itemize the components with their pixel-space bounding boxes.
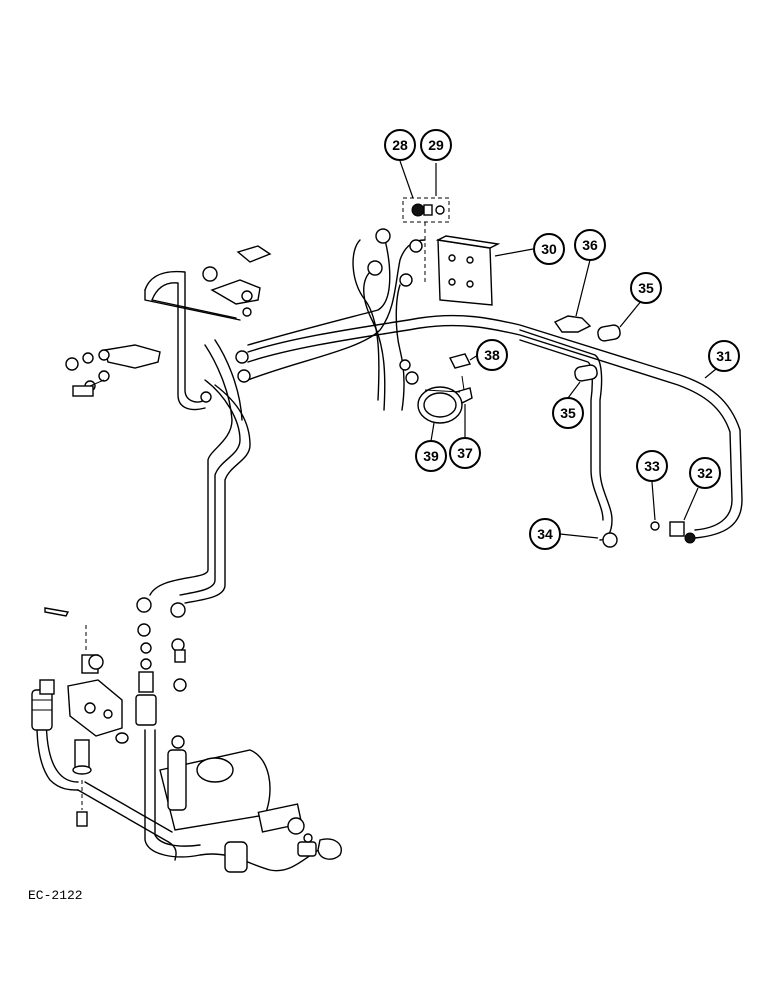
callout-35-lower-label: 35 (560, 405, 576, 421)
hydraulic-cylinder (159, 735, 305, 835)
hose-couplings-lower (224, 833, 342, 873)
drawing-code: EC-2122 (28, 888, 83, 903)
leader-lines (399, 160, 717, 539)
washer-33 (650, 521, 660, 531)
callout-38: 38 (476, 339, 508, 371)
callout-28: 28 (384, 129, 416, 161)
hose-clamp-39 (417, 386, 463, 424)
sleeve-35-upper (597, 324, 621, 342)
callout-35-upper: 35 (630, 272, 662, 304)
left-hose-coupling (31, 679, 55, 731)
clip-38 (448, 353, 472, 369)
callout-37-label: 37 (457, 445, 473, 461)
callout-35-upper-label: 35 (638, 280, 654, 296)
callout-31: 31 (708, 340, 740, 372)
callout-32-label: 32 (697, 465, 713, 481)
callout-33-label: 33 (644, 458, 660, 474)
elbow-fitting (81, 654, 104, 674)
callout-28-label: 28 (392, 137, 408, 153)
callout-32: 32 (689, 457, 721, 489)
pin-top-left (44, 607, 87, 650)
fittings-28-29 (367, 197, 450, 287)
pipe-end-34 (602, 532, 618, 548)
upper-left-clamp-parts (65, 245, 272, 403)
plunger (72, 739, 92, 827)
callout-33: 33 (636, 450, 668, 482)
callout-36-label: 36 (582, 237, 598, 253)
callout-37: 37 (449, 437, 481, 469)
callout-34: 34 (529, 518, 561, 550)
callout-39-label: 39 (423, 448, 439, 464)
union-32 (669, 521, 696, 544)
callout-38-label: 38 (484, 347, 500, 363)
callout-39: 39 (415, 440, 447, 472)
fittings-mid (399, 359, 419, 385)
callout-34-label: 34 (537, 526, 553, 542)
callout-35-lower: 35 (552, 397, 584, 429)
sleeve-35-lower (574, 364, 598, 382)
bracket-30 (435, 235, 501, 306)
callout-30: 30 (533, 233, 565, 265)
center-fittings-stack (135, 597, 187, 726)
callout-36: 36 (574, 229, 606, 261)
valve-block (67, 679, 129, 744)
clip-36 (553, 315, 592, 333)
callout-30-label: 30 (541, 241, 557, 257)
callout-31-label: 31 (716, 348, 732, 364)
callout-29-label: 29 (428, 137, 444, 153)
pipe-runs (36, 239, 743, 872)
callout-29: 29 (420, 129, 452, 161)
